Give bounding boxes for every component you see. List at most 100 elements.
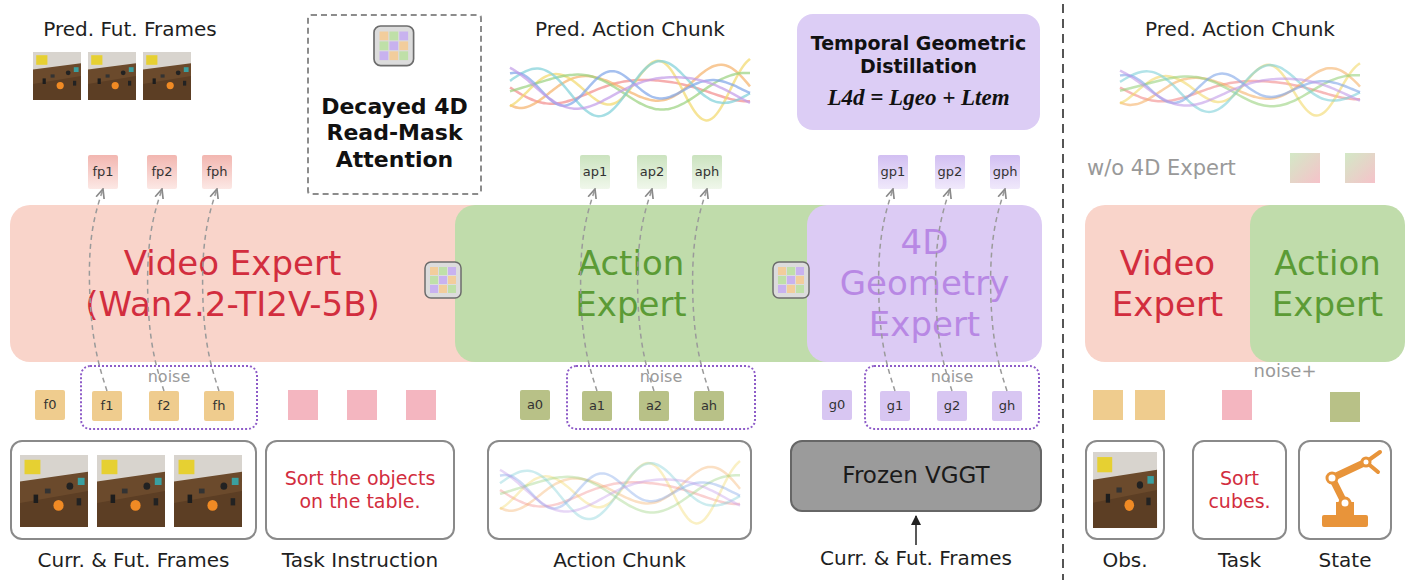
node-text: Action Expert: [531, 243, 731, 325]
gradient-token: [1290, 153, 1320, 183]
token: g2: [937, 391, 967, 421]
action-waves: [1120, 63, 1360, 115]
token: ap1: [580, 155, 610, 189]
plain-token: [406, 390, 436, 420]
wave-line: [1120, 65, 1360, 112]
wave-line: [510, 71, 750, 105]
node-text: g0: [829, 397, 846, 413]
dashed-arrow: [203, 189, 219, 391]
dashed-arrow: [991, 189, 1007, 391]
node-text: Frozen VGGT: [842, 462, 989, 490]
box-caption: State: [1319, 548, 1372, 572]
plain-token: [347, 390, 377, 420]
noise-group: noise g1 g2 gh: [864, 365, 1040, 430]
dashed-arrow: [936, 189, 952, 391]
wave-line: [510, 73, 750, 110]
box-caption: Obs.: [1102, 548, 1147, 572]
token: gp2: [935, 155, 965, 189]
plain-token: [1222, 390, 1252, 420]
frame-thumbnails: [20, 455, 88, 527]
wave-line: [500, 467, 740, 511]
plain-token: [1093, 390, 1123, 420]
input-box: State: [1298, 440, 1392, 540]
wave-line: [500, 470, 740, 512]
expert-band: Action Expert: [1250, 205, 1405, 362]
node-text: ah: [701, 398, 717, 414]
token: g0: [822, 390, 852, 420]
frame-thumbnails: [97, 455, 165, 527]
dashed-arrow: [638, 189, 654, 391]
robot-arm-icon: [1322, 452, 1380, 527]
node-text: Video Expert: [1088, 243, 1248, 325]
attention-box: Decayed 4D Read-Mask Attention: [307, 14, 482, 195]
wave-line: [500, 482, 740, 506]
box-caption: Task Instruction: [282, 548, 439, 572]
node-text: fp1: [92, 164, 113, 180]
frame-thumbnails: [174, 455, 242, 527]
input-box: Curr. & Fut. Frames: [10, 440, 257, 540]
node-text: Action Expert: [1253, 243, 1403, 325]
robot-arm-icon: [1362, 458, 1370, 466]
figure-label: Pred. Action Chunk: [1145, 17, 1335, 41]
box-caption: Task: [1218, 548, 1261, 572]
node-text: gh: [999, 398, 1016, 414]
node-text: ap1: [583, 164, 608, 180]
robot-arm-icon: [1366, 452, 1380, 472]
wave-line: [510, 68, 750, 109]
node-text: Sort the objects on the table.: [275, 467, 445, 513]
node-text: gp1: [881, 164, 906, 180]
figure-label: Curr. & Fut. Frames: [820, 546, 1012, 570]
attention-grid-icon: [773, 262, 809, 298]
node-text: Decayed 4D Read-Mask Attention: [312, 94, 477, 173]
wave-line: [1120, 74, 1360, 103]
input-box: Sort the objects on the table.Task Instr…: [265, 440, 455, 540]
section-divider: [1062, 4, 1064, 580]
node-text: gph: [993, 164, 1018, 180]
node-text: gp2: [938, 164, 963, 180]
node-text: f1: [101, 398, 114, 414]
action-waves: [500, 461, 740, 523]
node-text: a1: [589, 398, 605, 414]
input-box: Sort cubes.Task: [1192, 440, 1287, 540]
node-text: Sort cubes.: [1197, 467, 1282, 513]
robot-arm-icon: [1332, 462, 1366, 504]
robot-arm-icon: [1327, 473, 1337, 483]
input-box: Action Chunk: [487, 440, 752, 540]
dashed-arrow: [693, 189, 709, 391]
token: a0: [520, 390, 550, 420]
wave-line: [1120, 81, 1360, 101]
node-text: aph: [695, 164, 719, 180]
node-text: g1: [887, 398, 904, 414]
token: g1: [880, 391, 910, 421]
token: ah: [694, 391, 724, 421]
wave-line: [1120, 71, 1360, 106]
frame-thumbnails: [88, 52, 136, 100]
node-text: ap2: [640, 164, 665, 180]
figure-label: noise+: [1254, 360, 1317, 382]
token: f0: [35, 390, 65, 420]
attention-grid-icon: [374, 26, 414, 66]
node-text: g2: [944, 398, 961, 414]
figure-label: Pred. Action Chunk: [535, 17, 725, 41]
wave-line: [1120, 68, 1360, 105]
node-text: noise: [148, 369, 191, 385]
frame-thumbnails: [143, 52, 191, 100]
node-text: Temporal Geometric Distillation: [800, 32, 1038, 78]
token: fph: [202, 155, 232, 189]
robot-arm-icon: [1336, 502, 1354, 517]
input-arrow: [915, 516, 917, 545]
node-text: a2: [646, 398, 662, 414]
plain-token: [1135, 390, 1165, 420]
node-text: f0: [44, 397, 57, 413]
dashed-arrow: [879, 189, 895, 391]
node-text: fh: [213, 398, 226, 414]
frame-thumbnails: [33, 52, 81, 100]
node-text: noise: [931, 369, 974, 385]
robot-arm-icon: [1340, 498, 1350, 508]
loss-box: Temporal Geometric DistillationL4d = Lge…: [797, 14, 1040, 130]
token: fp2: [147, 155, 177, 189]
token: f1: [92, 391, 122, 421]
